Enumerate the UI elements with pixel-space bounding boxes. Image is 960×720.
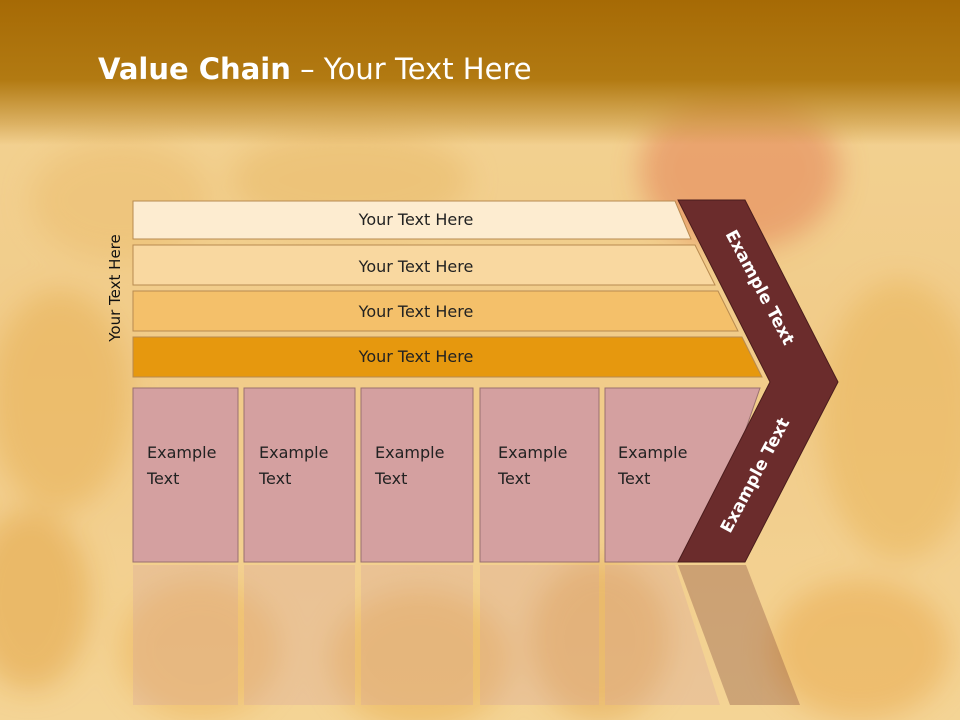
row-3-bar <box>132 290 739 332</box>
column-5-line1: Example <box>618 443 687 462</box>
column-1-box <box>132 387 239 563</box>
row-1-bar <box>132 200 692 240</box>
row-4-bar <box>132 336 763 378</box>
column-4-line2: Text <box>497 469 530 488</box>
column-2-box <box>243 387 356 563</box>
columns-reflection <box>133 565 800 705</box>
chevron-arrow <box>677 199 839 563</box>
column-3-line1: Example <box>375 443 444 462</box>
column-3-line2: Text <box>374 469 407 488</box>
title-bold: Value Chain <box>98 52 291 86</box>
row-3-label: Your Text Here <box>358 302 474 321</box>
row-2-bar <box>132 244 716 286</box>
page-title: Value Chain – Your Text Here <box>98 52 532 86</box>
column-1-line2: Text <box>146 469 179 488</box>
row-1-label: Your Text Here <box>358 210 474 229</box>
title-rest: – Your Text Here <box>290 52 532 86</box>
column-2-line1: Example <box>259 443 328 462</box>
column-3-box <box>360 387 474 563</box>
column-1-line1: Example <box>147 443 216 462</box>
column-4-line1: Example <box>498 443 567 462</box>
column-5-line2: Text <box>617 469 650 488</box>
row-2-label: Your Text Here <box>358 257 474 276</box>
column-4-box <box>479 387 600 563</box>
column-2-line2: Text <box>258 469 291 488</box>
row-4-label: Your Text Here <box>358 347 474 366</box>
title-bar <box>0 0 960 145</box>
